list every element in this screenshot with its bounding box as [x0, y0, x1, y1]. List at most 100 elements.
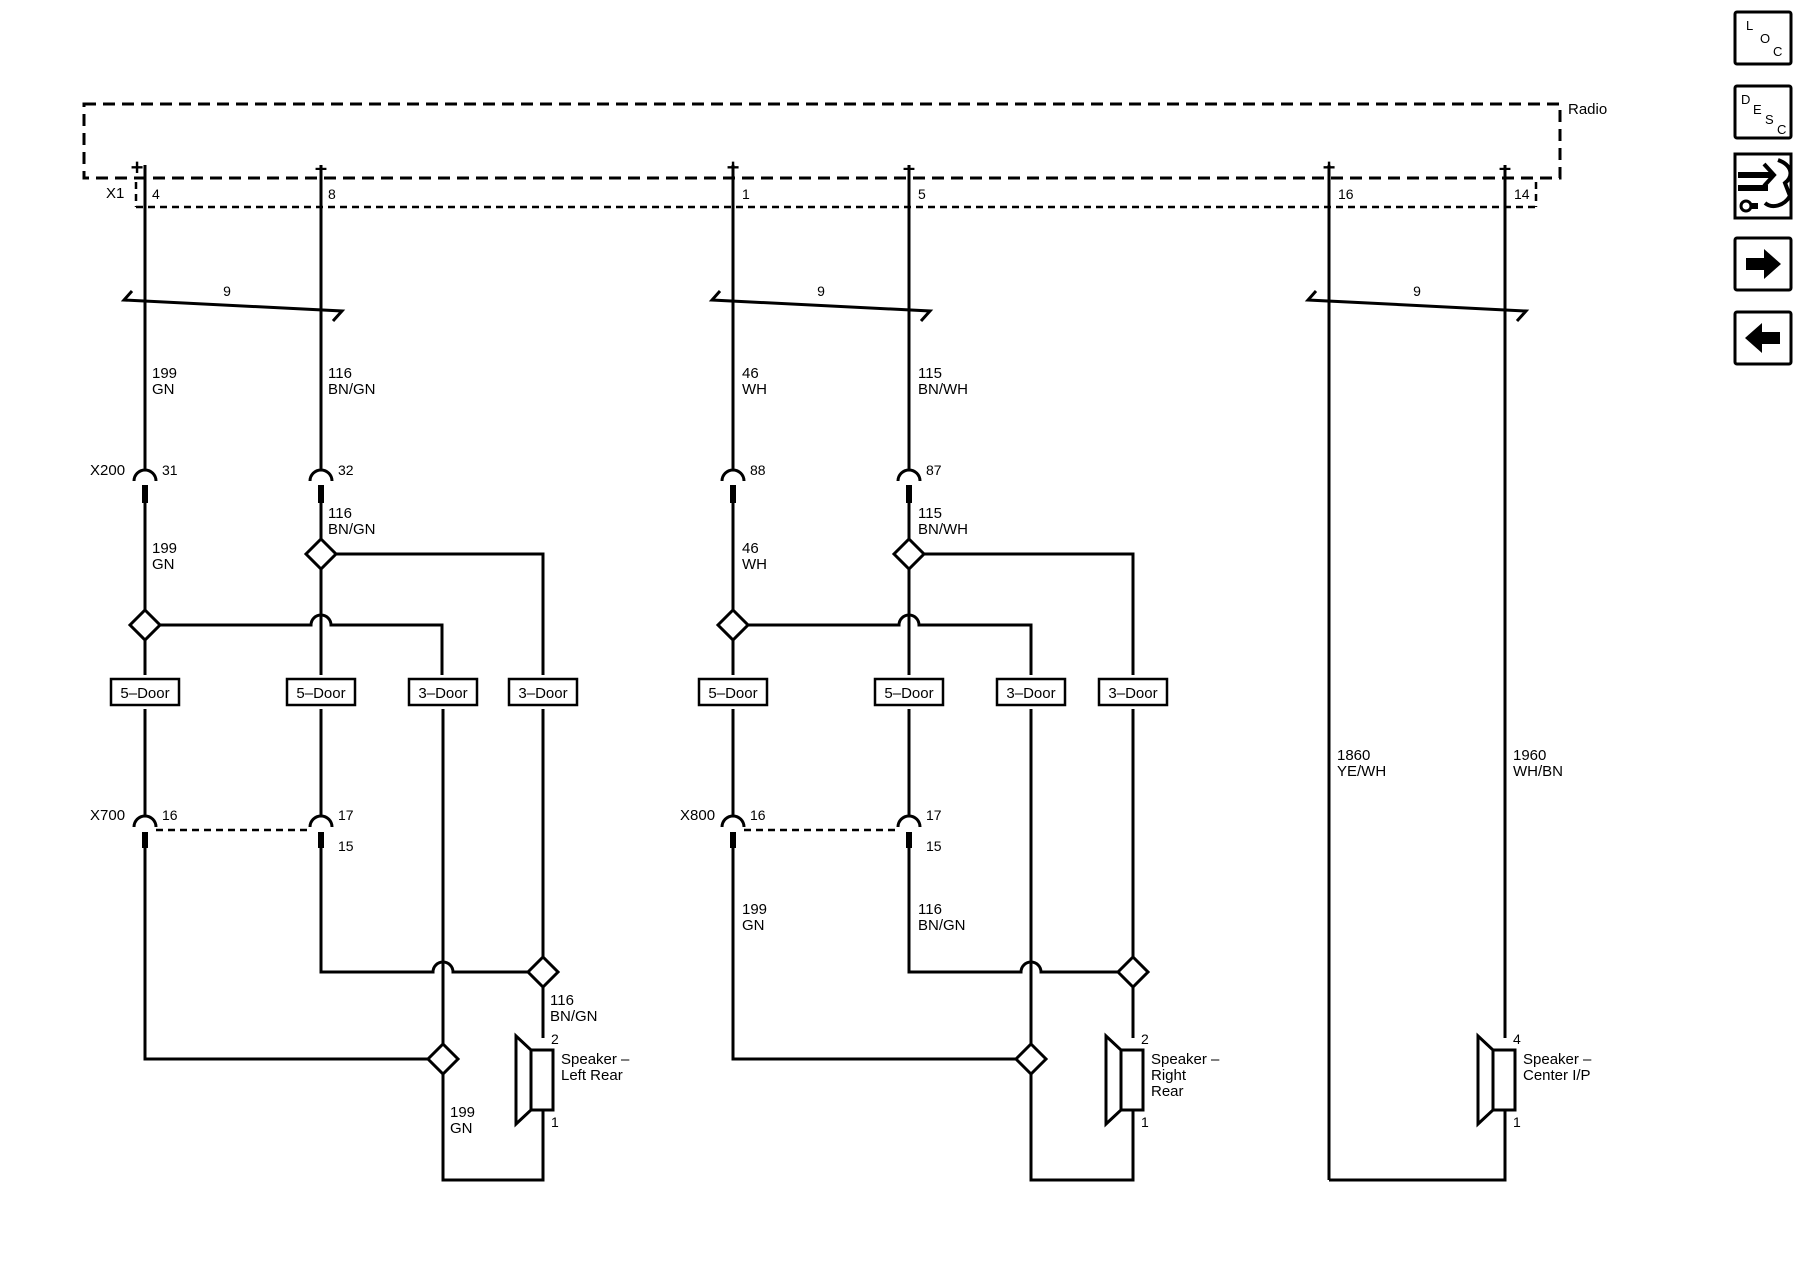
door-option-box: 3–Door: [1097, 677, 1169, 707]
door-connector-label: X800: [680, 807, 715, 824]
radio-module-label: Radio: [1568, 101, 1607, 118]
desc-letter: S: [1765, 112, 1774, 127]
inline-pin: 32: [338, 462, 354, 478]
wire: [143, 848, 428, 1061]
wire: [336, 552, 545, 675]
splice-node: [1013, 1041, 1049, 1077]
speaker-name: Speaker –: [561, 1051, 630, 1068]
wire: [160, 613, 444, 675]
channel-right-rear: 1 5 9 46 WH 115 BN/WH 88 87 46 WH 115 BN…: [680, 165, 1220, 1182]
wire-color: GN: [742, 917, 765, 934]
wire-color: BN/GN: [550, 1008, 598, 1025]
description-button[interactable]: D E S C: [1733, 84, 1793, 140]
arrow-left-icon: [1745, 323, 1780, 353]
circuit-number: 199: [152, 365, 177, 382]
circuit-number: 46: [742, 540, 759, 557]
circuit-number: 199: [742, 901, 767, 918]
inline-pin: 88: [750, 462, 766, 478]
wire-color: YE/WH: [1337, 763, 1386, 780]
door-option-label: 3–Door: [1006, 685, 1055, 702]
connector-female-terminal: [308, 468, 334, 482]
x1-pin: 4: [152, 186, 160, 202]
loc-letter: O: [1760, 31, 1770, 46]
connector-female-terminal: [132, 814, 158, 828]
wire-color: GN: [152, 556, 175, 573]
x1-pin: 16: [1338, 186, 1354, 202]
wire: [319, 848, 528, 974]
x1-pin: 5: [918, 186, 926, 202]
speaker-pin: 1: [551, 1114, 559, 1130]
twisted-pair-marker: [1304, 290, 1530, 323]
wire-color: WH/BN: [1513, 763, 1563, 780]
wire: [748, 613, 1033, 675]
door-option-box: 3–Door: [407, 677, 479, 707]
loc-letter: C: [1773, 44, 1782, 59]
door-option-box: 3–Door: [995, 677, 1067, 707]
connector-female-terminal: [896, 468, 922, 482]
door-option-label: 5–Door: [884, 685, 933, 702]
door-option-label: 3–Door: [518, 685, 567, 702]
speaker-name: Left Rear: [561, 1067, 623, 1084]
door-option-label: 5–Door: [120, 685, 169, 702]
door-option-label: 3–Door: [1108, 685, 1157, 702]
radio-module-box: [82, 102, 1562, 180]
connector-male-terminal: [318, 485, 324, 503]
speaker-left-rear-icon: [514, 1032, 555, 1128]
wire-color: BN/GN: [328, 521, 376, 538]
door-pin: 15: [338, 838, 354, 854]
wire-color: GN: [152, 381, 175, 398]
plus-sign-1: +: [131, 155, 144, 180]
door-connector-label: X700: [90, 807, 125, 824]
channel-left-rear: 4 8 9 199 GN 116 BN/GN X200 31 32 199 GN…: [90, 165, 630, 1182]
wire-color: WH: [742, 556, 767, 573]
wire-color: BN/WH: [918, 521, 968, 538]
inline-pin: 87: [926, 462, 942, 478]
door-option-box: 5–Door: [697, 677, 769, 707]
circuit-number: 116: [328, 505, 352, 522]
circuit-number: 116: [328, 365, 352, 382]
wire-color: BN/GN: [918, 917, 966, 934]
x1-pin: 1: [742, 186, 750, 202]
circuit-number: 1860: [1337, 747, 1370, 764]
connector-male-terminal: [730, 832, 736, 848]
previous-page-button[interactable]: [1733, 310, 1793, 366]
arrow-right-icon: [1746, 249, 1781, 279]
speaker-name: Rear: [1151, 1083, 1184, 1100]
twist-count: 9: [817, 283, 825, 299]
twist-count: 9: [223, 283, 231, 299]
desc-letter: C: [1777, 122, 1786, 137]
loc-letter: L: [1746, 18, 1753, 33]
circuit-number: 115: [918, 505, 942, 522]
twisted-pair-marker: [708, 290, 934, 323]
door-option-label: 3–Door: [418, 685, 467, 702]
service-info-button[interactable]: [1733, 152, 1793, 220]
connector-female-terminal: [896, 814, 922, 828]
door-pin: 17: [338, 807, 354, 823]
desc-letter: E: [1753, 102, 1762, 117]
circuit-number: 116: [550, 992, 574, 1009]
connector-male-terminal: [730, 485, 736, 503]
splice-node: [425, 1041, 461, 1077]
speaker-name: Right: [1151, 1067, 1187, 1084]
x1-connector-label: X1: [106, 185, 124, 202]
inline-pin: 31: [162, 462, 178, 478]
splice-node: [127, 607, 163, 643]
wire-color: WH: [742, 381, 767, 398]
speaker-name: Center I/P: [1523, 1067, 1591, 1084]
location-button[interactable]: L O C: [1733, 10, 1793, 66]
wire-color: BN/GN: [328, 381, 376, 398]
connector-female-terminal: [132, 468, 158, 482]
next-page-button[interactable]: [1733, 236, 1793, 292]
connector-female-terminal: [720, 468, 746, 482]
desc-letter: D: [1741, 92, 1750, 107]
connector-male-terminal: [906, 485, 912, 503]
speaker-pin: 4: [1513, 1031, 1521, 1047]
wire: [441, 1074, 545, 1182]
speaker-pin: 1: [1141, 1114, 1149, 1130]
wire-color: GN: [450, 1120, 473, 1137]
twist-count: 9: [1413, 283, 1421, 299]
wire: [1029, 1074, 1135, 1182]
door-option-label: 5–Door: [708, 685, 757, 702]
speaker-center-ip-icon: [1476, 1032, 1517, 1128]
connector-male-terminal: [142, 832, 148, 848]
